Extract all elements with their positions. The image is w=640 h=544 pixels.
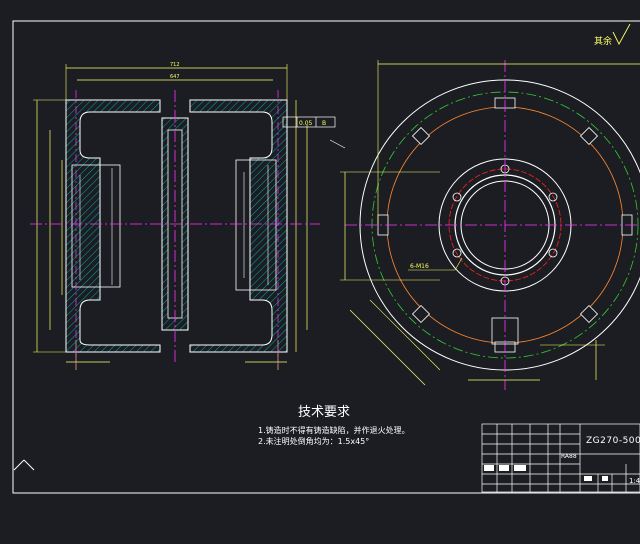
title-block-frame [481,423,640,493]
rim-notch [579,304,599,324]
tb-fill [602,476,608,481]
bore-left [71,164,121,288]
bolt-note: 6-M16 [410,263,429,270]
tb-fill [584,476,592,481]
frame-corner-mark [13,459,25,471]
bolt-hole [548,248,558,258]
dim-text-inner: 647 [170,74,180,80]
bolt-hole [452,248,462,258]
requirement-note-1: 1.铸造时不得有铸造缺陷，并作退火处理。 [258,426,410,435]
front-view: 6-M16 [340,23,640,390]
bore-right [235,159,277,291]
section-wall-right [189,99,288,353]
keyway [491,317,519,345]
rim-notch [411,126,431,146]
drawing-border [12,20,640,494]
section-view: 712 647 0.05 B [30,62,346,370]
tb-fill [514,465,526,471]
roughness-note: 其余 [594,37,613,47]
front-dim-angled [349,309,426,386]
frame-corner-mark [23,459,35,471]
leader-line [329,139,346,149]
material-code: ZG270-500 [586,436,640,446]
front-dim-angled [369,299,441,371]
technical-requirements-heading: 技术要求 [298,405,351,420]
bolt-hole [548,192,558,202]
title-block [481,423,640,493]
tolerance-frame [282,116,336,128]
scale-label: 1:4 [629,477,640,485]
roughness-symbol [612,23,631,45]
tolerance-value: 0.05 [299,120,313,127]
datum-label: B [322,120,326,127]
dim-text-top: 712 [170,62,180,68]
leader-line [454,257,463,271]
title-block-cell-label: RA88 [561,453,577,460]
requirement-note-2: 2.未注明处倒角均为：1.5x45° [258,437,370,446]
bolt-hole [452,192,462,202]
tb-fill [499,465,509,471]
rim-notch [579,126,599,146]
section-wall-left [65,99,161,353]
rim-notch [411,304,431,324]
tb-fill [484,465,494,471]
